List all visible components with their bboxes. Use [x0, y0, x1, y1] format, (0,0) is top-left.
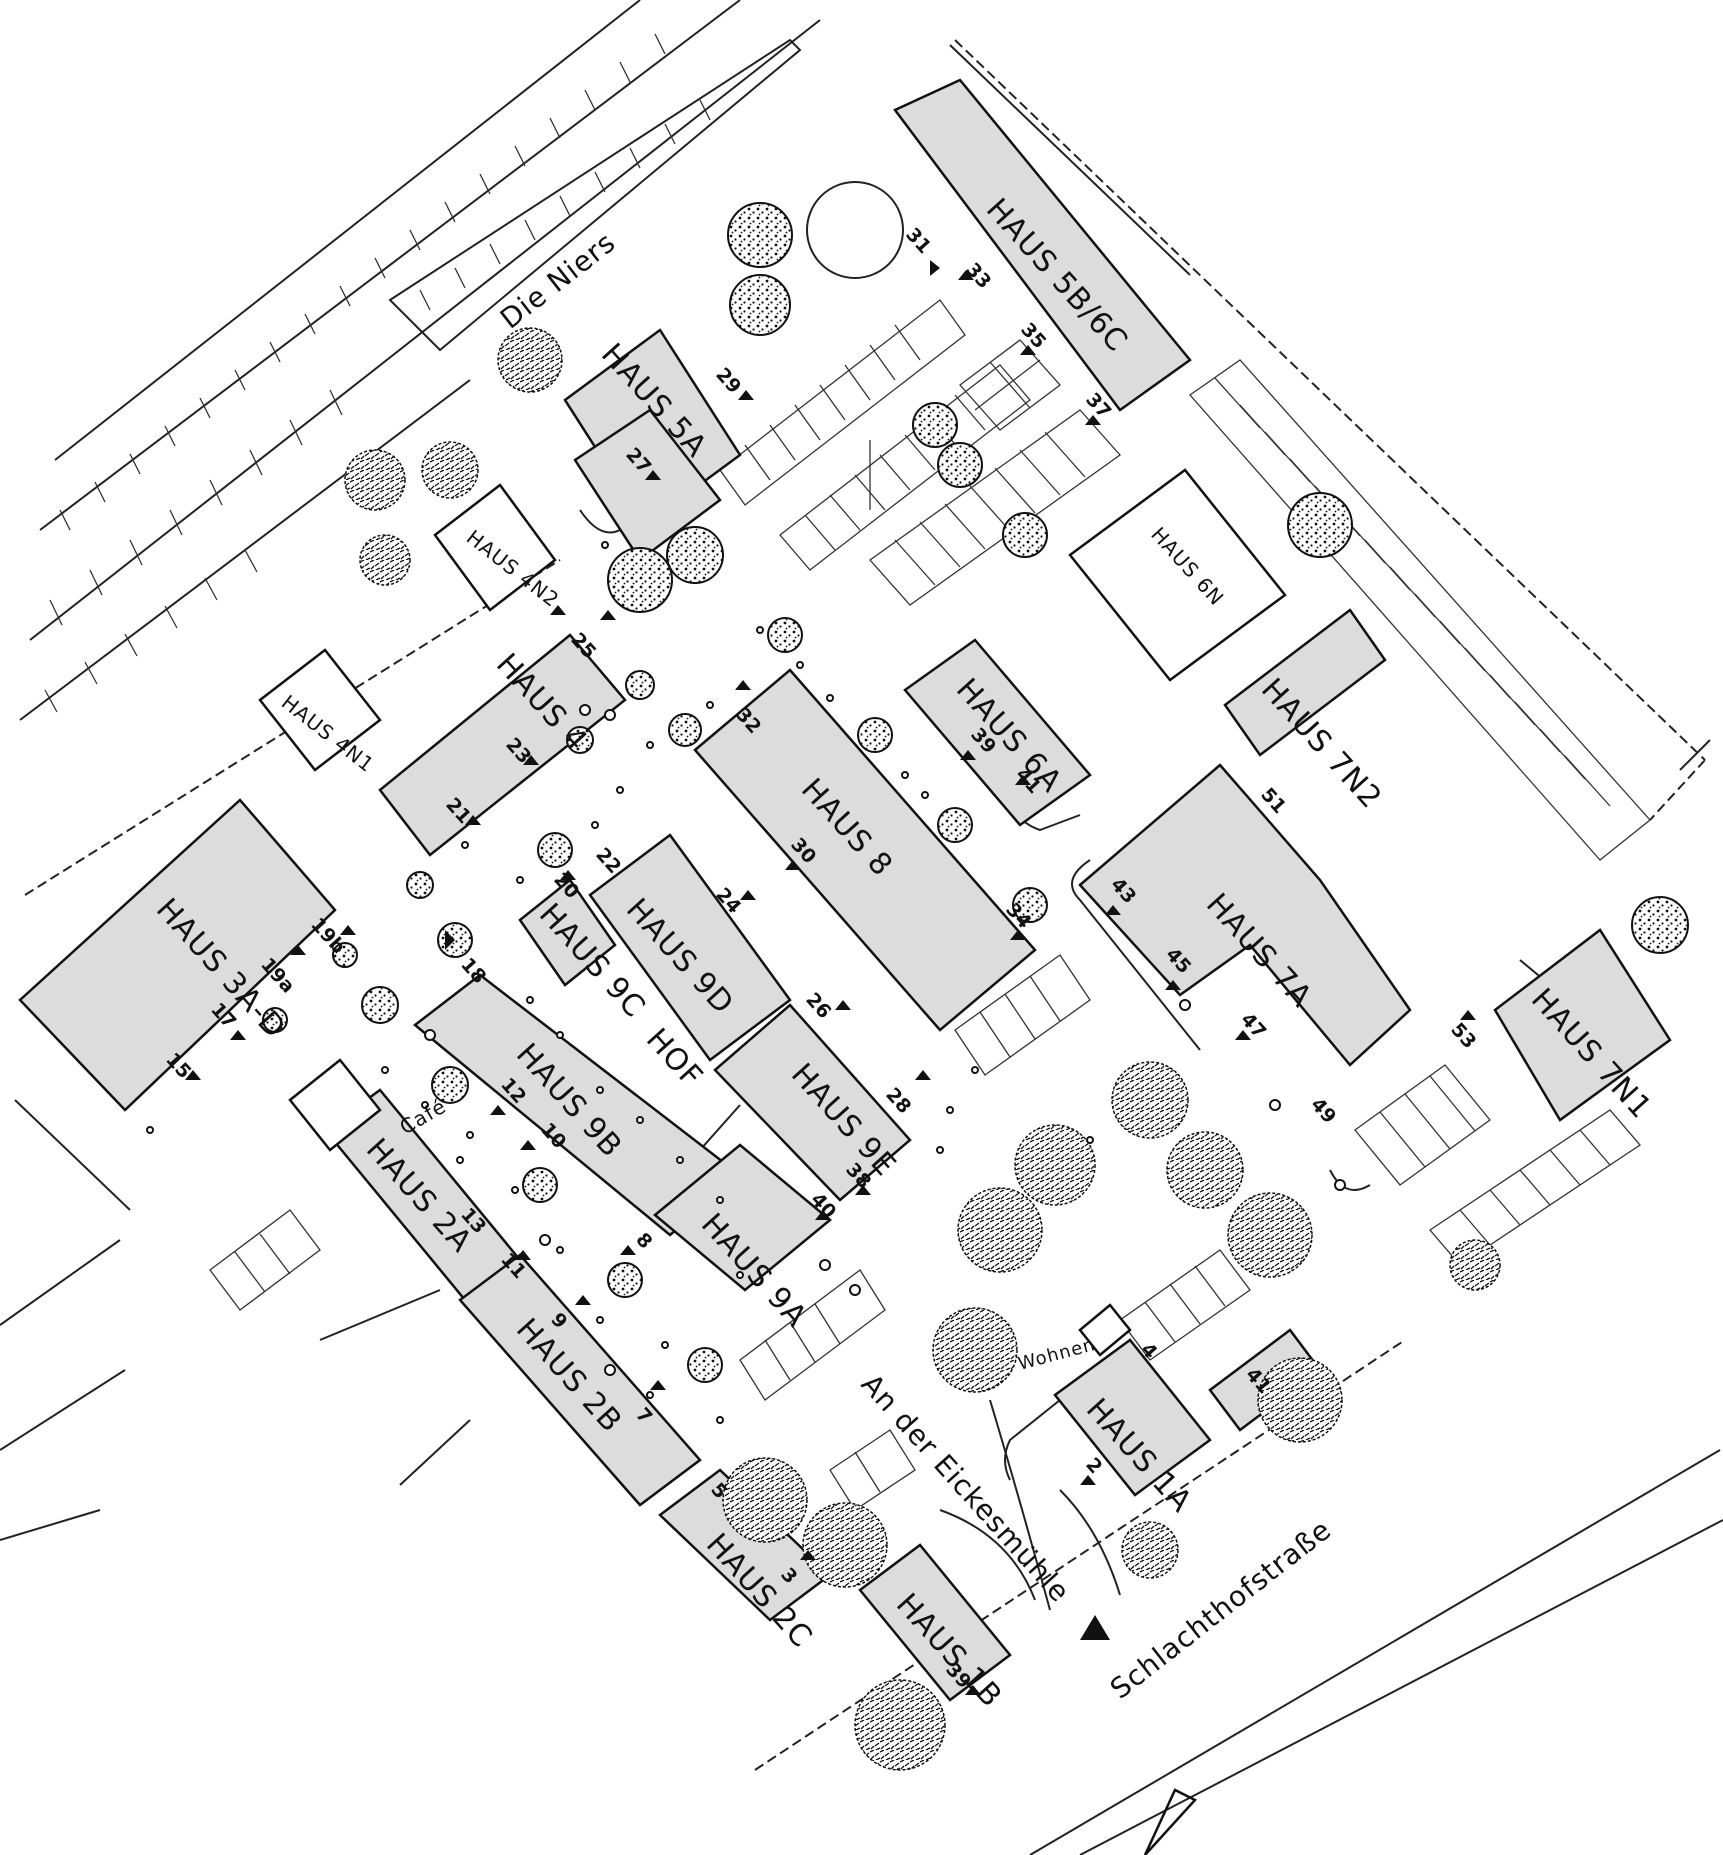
building-6n	[1068, 468, 1287, 682]
building-cafe-annex	[288, 1058, 382, 1152]
building-1b	[858, 1543, 1012, 1702]
building-5b6c	[893, 78, 1192, 412]
tree	[668, 713, 702, 747]
building-5a-south	[573, 408, 722, 562]
building-6a	[903, 638, 1092, 827]
building-9c	[518, 878, 617, 987]
shrub	[854, 1679, 946, 1771]
entrance-number: 26	[801, 989, 835, 1023]
tree	[522, 1167, 558, 1203]
tree	[729, 274, 791, 336]
shrub	[957, 1187, 1043, 1273]
round-plaza	[806, 181, 904, 279]
roads	[0, 474, 1723, 1855]
tree	[607, 547, 673, 613]
tree	[767, 617, 803, 653]
shrub	[497, 327, 563, 393]
tree	[1012, 887, 1048, 923]
entrance-number: 49	[1306, 1094, 1340, 1128]
tree	[625, 670, 655, 700]
shrub	[359, 534, 411, 586]
river-enclosure	[388, 38, 802, 352]
tree	[431, 1066, 469, 1104]
entrance-number: 33	[961, 259, 995, 293]
tree	[857, 717, 893, 753]
cafe-label: Café	[396, 1094, 451, 1140]
tree	[727, 202, 793, 268]
tree	[607, 1262, 643, 1298]
north-arrow-icon	[1143, 1788, 1198, 1855]
building-9e	[713, 1003, 912, 1202]
building-4n1	[258, 648, 382, 772]
lamps	[146, 541, 1346, 1424]
tree	[332, 942, 358, 968]
river-inner-hatching	[419, 99, 711, 311]
shrub	[1111, 1061, 1189, 1139]
shrub	[1257, 1357, 1343, 1443]
buildings	[18, 78, 1672, 1702]
shrub	[421, 441, 479, 499]
river-label: Die Niers	[494, 225, 622, 335]
building-wohnen-annex	[1078, 1303, 1132, 1357]
boundary-wall	[949, 44, 1711, 771]
trees	[262, 202, 1689, 1771]
tree	[666, 526, 724, 584]
building-8	[693, 668, 1037, 1032]
shrub	[1449, 1239, 1501, 1291]
building-2b	[458, 1253, 702, 1507]
tree	[1287, 492, 1353, 558]
shrub	[1227, 1192, 1313, 1278]
river-hatching	[44, 33, 666, 713]
shrub	[802, 1502, 888, 1588]
tree	[912, 402, 958, 448]
entrance-number: 53	[1446, 1019, 1480, 1053]
tree	[937, 442, 983, 488]
shrub	[344, 449, 406, 511]
tree	[537, 832, 573, 868]
tree	[361, 986, 399, 1024]
tree	[1631, 896, 1689, 954]
building-3ad	[18, 798, 337, 1112]
tree	[262, 1007, 288, 1033]
tree	[937, 807, 973, 843]
shrub	[1014, 1124, 1096, 1206]
tree	[1002, 512, 1048, 558]
entrance-number: 8	[631, 1229, 656, 1254]
building-7a	[1078, 763, 1412, 1067]
parking-rows	[209, 299, 1651, 1511]
tree	[687, 1347, 723, 1383]
entrance-number: 35	[1016, 319, 1050, 353]
building-7n1	[1493, 928, 1672, 1122]
entrance-number: 31	[901, 224, 935, 258]
entrance-number: 29	[711, 364, 745, 398]
shrub	[722, 1457, 808, 1543]
wohnen-label: Wohnen	[1016, 1334, 1098, 1375]
building-7n2	[1223, 608, 1387, 757]
shrub	[1121, 1521, 1179, 1579]
building-4	[378, 633, 627, 857]
entrance-arrows	[185, 260, 1476, 1695]
entrance-number: 2	[1081, 1454, 1106, 1479]
building-1a	[1053, 1338, 1212, 1497]
tree	[406, 871, 434, 899]
tree	[566, 726, 594, 754]
shrub	[1166, 1131, 1244, 1209]
building-9d	[588, 833, 792, 1062]
shrub	[932, 1307, 1018, 1393]
building-4n2	[433, 483, 557, 612]
